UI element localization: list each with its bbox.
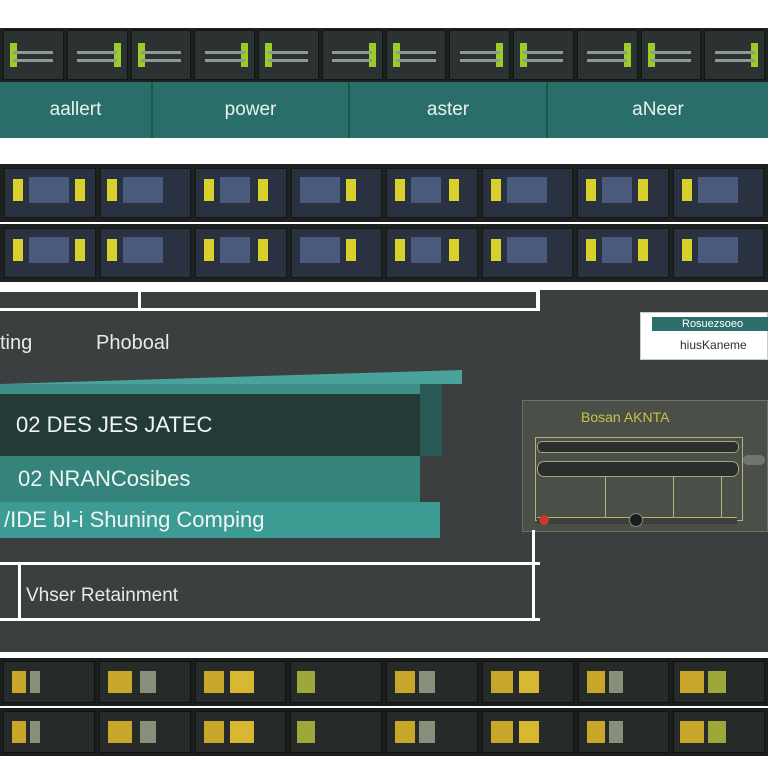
- stack-layer-mid: 02 NRANCosibes: [0, 456, 420, 502]
- rack-unit: [577, 661, 670, 703]
- rack-unit: [449, 30, 510, 80]
- panel: [4, 168, 96, 218]
- rack-unit: [321, 30, 383, 80]
- rack-unit: [290, 661, 382, 703]
- panel: [195, 228, 287, 278]
- rack-unit: [130, 30, 192, 80]
- rack-unit: [576, 30, 638, 80]
- rack-unit: [577, 711, 670, 753]
- rack-unit: [3, 661, 95, 703]
- stack-layer-top: 02 DES JES JATEC: [0, 384, 420, 456]
- rack-unit: [386, 661, 478, 703]
- panel: [577, 228, 669, 278]
- rack-unit: [640, 30, 702, 80]
- rack-unit: [385, 30, 447, 80]
- rack-unit: [673, 661, 765, 703]
- connector-line: [532, 562, 535, 620]
- stack-slab-side: [420, 384, 442, 456]
- panel: [577, 168, 669, 218]
- rack-unit: [194, 711, 287, 753]
- header-label-bar: aallert power aster aNeer: [0, 82, 768, 138]
- device-card-rail: [537, 441, 739, 453]
- connector-line: [0, 618, 540, 621]
- divider: [138, 290, 141, 310]
- rack-unit: [98, 711, 191, 753]
- panel: [672, 168, 764, 218]
- connector-line: [18, 562, 21, 620]
- top-server-rack: [0, 28, 768, 82]
- device-card: Bosan AKNTA: [522, 400, 768, 532]
- callout-caption: hiusKaneme: [680, 338, 747, 352]
- rack-unit: [481, 661, 574, 703]
- rack-unit: [194, 30, 255, 80]
- panel: [481, 228, 573, 278]
- grid-line: [605, 477, 606, 517]
- grid-line: [721, 477, 722, 517]
- bottom-rack-row-lower: [0, 708, 768, 756]
- panel: [99, 168, 191, 218]
- connector-line: [532, 530, 535, 562]
- divider: [0, 308, 540, 311]
- panel: [99, 228, 191, 278]
- panel: [481, 168, 573, 218]
- panel-row-upper: [0, 164, 768, 222]
- rack-unit: [481, 711, 574, 753]
- rack-unit: [704, 30, 765, 80]
- panel: [290, 168, 382, 218]
- rack-unit: [513, 30, 574, 80]
- rack-unit: [258, 30, 319, 80]
- header-label: aster: [350, 82, 548, 138]
- panel: [386, 228, 478, 278]
- connector-line: [0, 562, 540, 565]
- stack-layer-bottom: /IDE bI-i Shuning Comping: [0, 502, 440, 538]
- rack-unit: [673, 711, 765, 753]
- panel: [290, 228, 382, 278]
- retainment-label: Vhser Retainment: [26, 585, 179, 606]
- bottom-rack-row-upper: [0, 658, 768, 706]
- connector-plug-icon: [743, 455, 765, 465]
- rack-unit: [66, 30, 128, 80]
- panel: [672, 228, 764, 278]
- divider: [0, 288, 540, 292]
- header-label: aallert: [0, 82, 153, 138]
- panel: [4, 228, 96, 278]
- divider: [536, 290, 540, 310]
- rack-unit: [194, 661, 287, 703]
- device-card-title: Bosan AKNTA: [581, 409, 670, 425]
- status-dot-icon: [629, 513, 643, 527]
- section-label-left: ting: [0, 332, 33, 354]
- device-card-rail: [537, 461, 739, 477]
- panel: [195, 168, 287, 218]
- section-label-right: Phoboal: [96, 332, 170, 354]
- rack-unit: [98, 661, 191, 703]
- panel: [386, 168, 478, 218]
- header-label: power: [153, 82, 350, 138]
- header-label: aNeer: [632, 99, 684, 120]
- callout-badge: Rosuezsoeo: [652, 317, 768, 331]
- rack-unit: [3, 711, 95, 753]
- rack-unit: [290, 711, 382, 753]
- panel-row-lower: [0, 224, 768, 282]
- grid-line: [673, 477, 674, 517]
- rack-unit: [3, 30, 64, 80]
- rack-unit: [386, 711, 478, 753]
- status-dot-icon: [539, 515, 549, 525]
